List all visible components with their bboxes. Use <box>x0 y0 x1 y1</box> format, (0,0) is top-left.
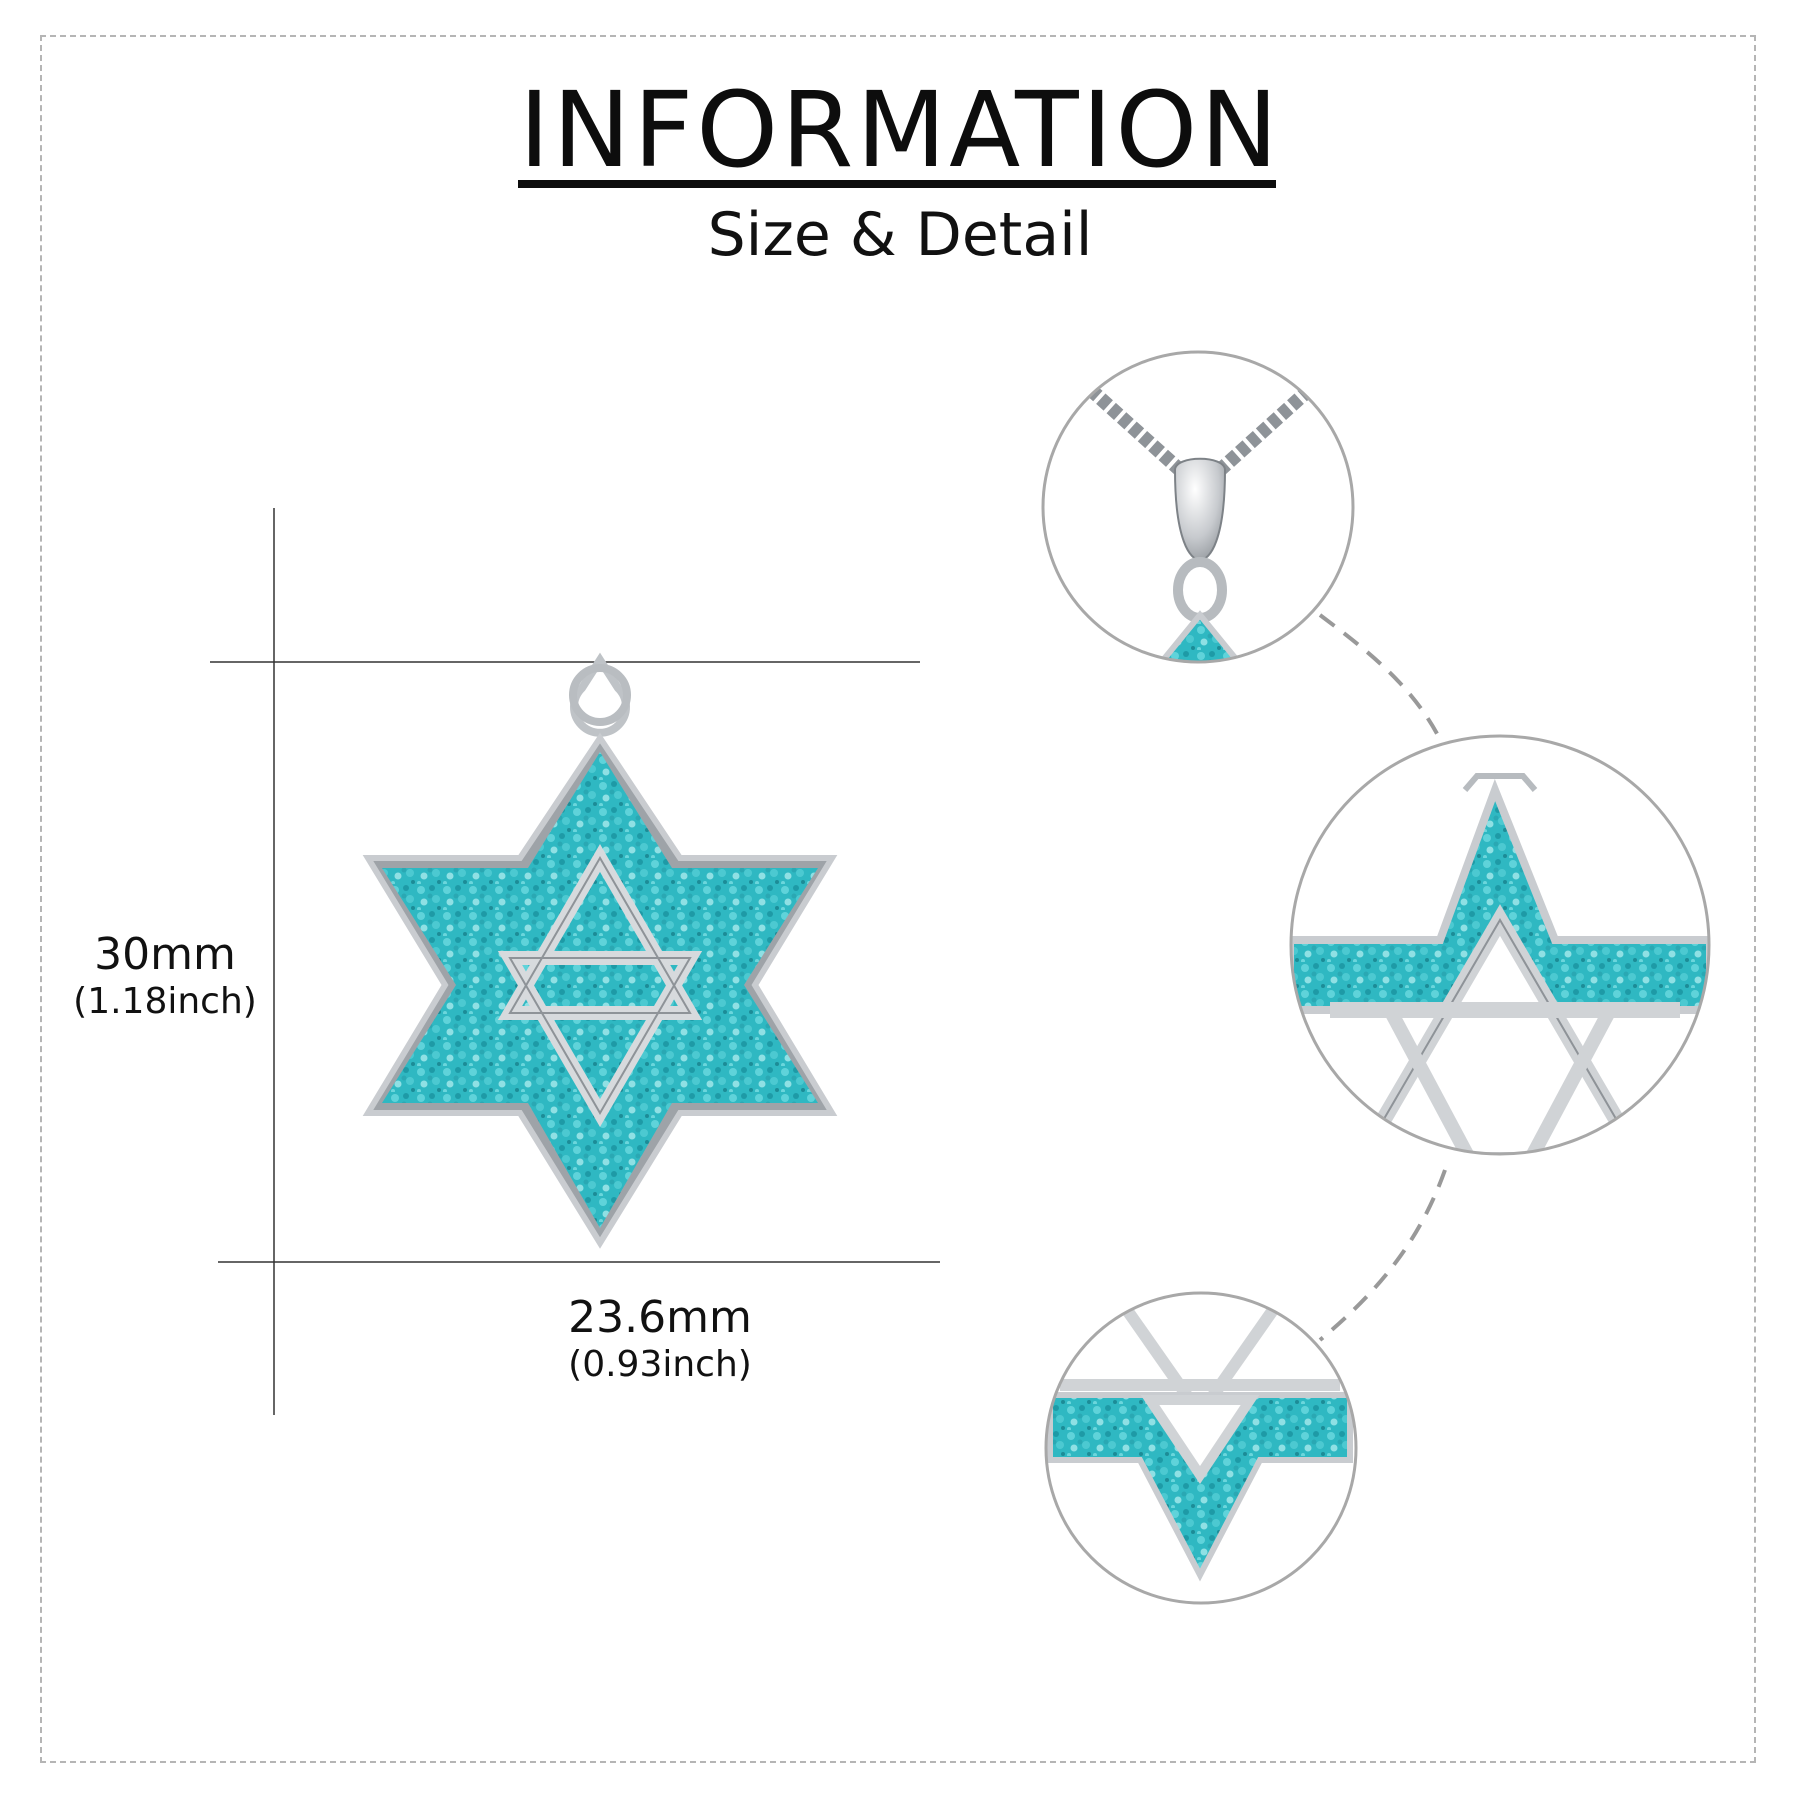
height-dimension: 30mm (1.18inch) <box>55 929 275 1022</box>
width-inch: (0.93inch) <box>568 1343 752 1385</box>
dashed-frame <box>40 35 1756 1763</box>
page-title: INFORMATION <box>518 69 1282 191</box>
height-mm: 30mm <box>94 929 236 980</box>
title-underline <box>518 180 1276 188</box>
star-pendant <box>362 652 838 1249</box>
connector-bottom <box>1318 1169 1447 1342</box>
height-inch: (1.18inch) <box>73 980 257 1022</box>
detail-circle-bail <box>1041 350 1355 664</box>
width-mm: 23.6mm <box>568 1292 752 1343</box>
detail-circle-tip <box>1044 1291 1358 1605</box>
detail-circle-center <box>1289 734 1711 1156</box>
width-dimension: 23.6mm (0.93inch) <box>520 1292 800 1385</box>
page-subtitle: Size & Detail <box>707 200 1093 270</box>
